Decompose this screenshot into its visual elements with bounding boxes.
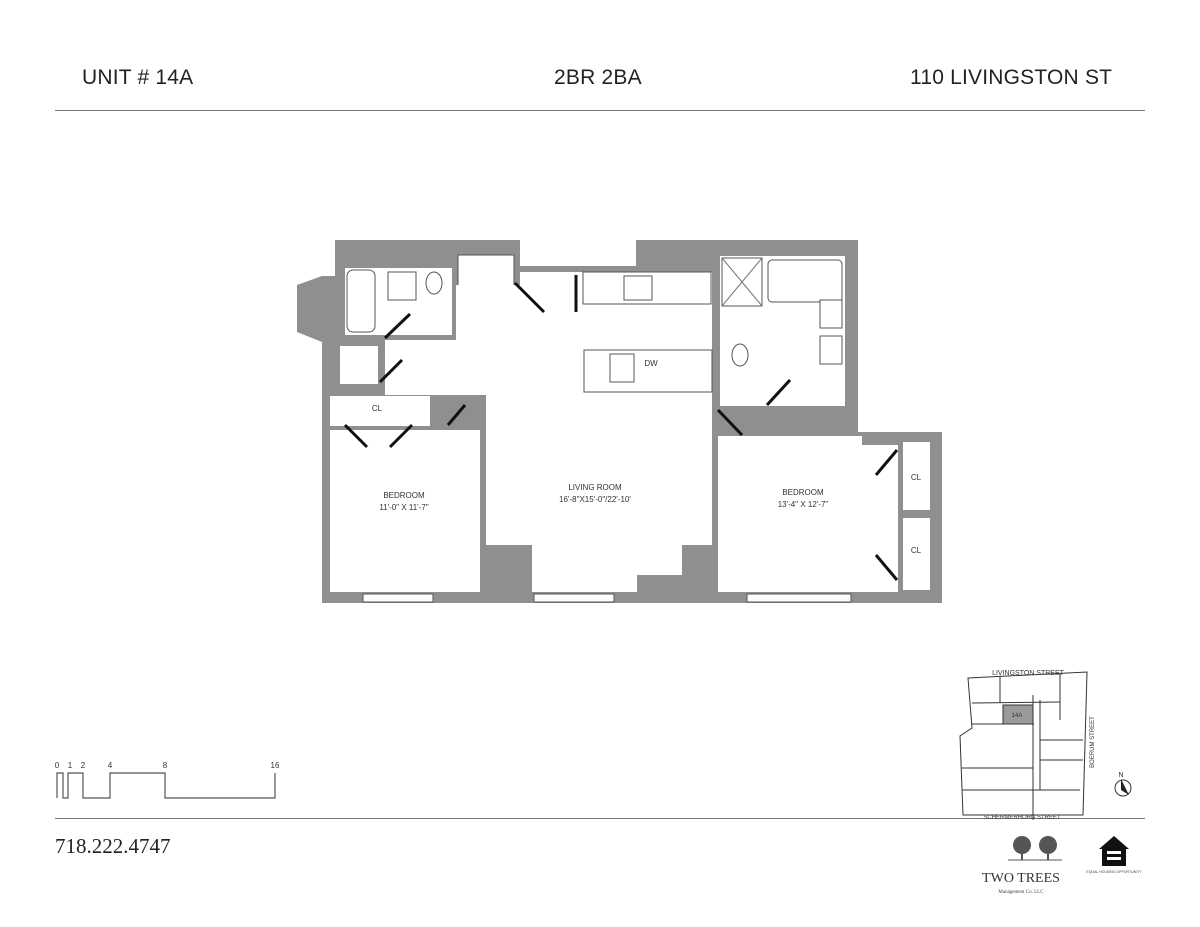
equal-housing-icon [1099,836,1129,866]
scale-tick: 8 [163,761,168,770]
unit-type: 2BR 2BA [554,66,642,89]
door [446,404,467,426]
brand-name: TWO TREES [982,871,1060,886]
window [746,593,852,603]
scale-tick: 2 [81,761,86,770]
bedroom-left-size: 11'-0" X 11'-7" [379,503,429,512]
doors [343,275,899,581]
bathtub-right [767,259,843,303]
north-arrow-icon [1114,779,1132,797]
closet-right-2 [903,518,930,590]
scale-tick: 0 [55,761,60,770]
two-trees-logo-icon [1008,836,1062,861]
scale-tick: 16 [271,761,280,770]
linen-closet [340,346,378,384]
kitchen-sink [609,353,635,383]
door [388,423,414,449]
door [513,281,546,314]
toilet-left [425,271,443,295]
keyplan-unit: 14A [1012,713,1023,719]
window [533,593,615,603]
bedroom-left-name: BEDROOM [383,491,425,500]
street-bottom: SCHERMERHORN STREET [983,815,1061,821]
closet-label: CL [911,473,922,482]
living-room-size: 16'-8"X15'-0"/22'-10' [559,495,631,504]
street-right: BOERUM STREET [1090,716,1096,768]
kitchen-island [583,349,713,393]
footer-divider [55,818,1145,819]
closet-label: CL [372,404,383,413]
bedroom-right-size: 13'-4" X 12'-7" [778,500,829,509]
bathtub-left [346,269,376,333]
sink-right-1 [819,299,843,329]
key-plan [959,671,1088,820]
door [383,312,412,340]
north-label: N [1118,772,1123,779]
shower-mark [721,257,763,307]
bedroom-right [718,436,898,592]
door [874,449,899,476]
dw-label: DW [644,359,658,368]
scale-bar: 0 1 2 4 8 16 [55,761,280,799]
door [343,423,369,449]
header-divider [55,110,1145,111]
door [874,554,899,581]
phone-number: 718.222.4747 [55,834,171,858]
stove [623,275,653,301]
scale-tick: 1 [68,761,73,770]
sink-right-2 [819,335,843,365]
bedroom-right-name: BEDROOM [782,488,824,497]
toilet-right [731,343,749,367]
closet-right-1 [903,442,930,510]
window [362,593,434,603]
closet-left-bedroom [330,396,430,426]
eho-text: EQUAL HOUSING OPPORTUNITY [1086,870,1142,874]
door [378,358,404,384]
living-room-name: LIVING ROOM [568,483,622,492]
scale-tick: 4 [108,761,113,770]
closet-label: CL [911,546,922,555]
street-top: LIVINGSTON STREET [992,670,1065,677]
sink-left [387,271,417,301]
unit-highlight [1002,704,1034,725]
unit-number: UNIT # 14A [82,66,194,89]
bedroom-left [330,430,480,592]
door [765,378,792,407]
windows [362,593,852,603]
address: 110 LIVINGSTON ST [910,66,1113,89]
brand-sub: Management Co. LLC [998,890,1044,895]
door [716,408,744,437]
